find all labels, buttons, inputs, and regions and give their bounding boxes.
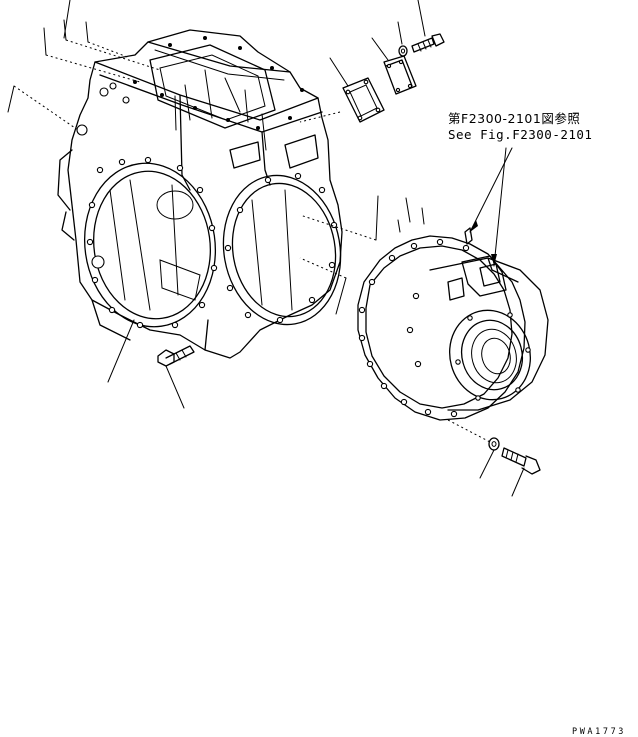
gasket: [342, 77, 385, 123]
washer: [398, 45, 408, 57]
retainer-housing: [357, 227, 549, 421]
reference-note-english: See Fig.F2300-2101: [448, 127, 593, 142]
leader-lines: [7, 0, 525, 497]
top-flange-bolt-holes: [133, 36, 304, 130]
flange-bolt: [501, 447, 541, 475]
left-bore-bolt-holes: [86, 156, 218, 329]
transmission-case: [57, 29, 343, 359]
drawing-code: PWA1773: [572, 727, 627, 737]
reference-note-japanese: 第F2300-2101図参照: [448, 111, 581, 126]
drain-plug: [157, 345, 195, 367]
cover-plate: [383, 55, 417, 95]
flange-bolt-holes: [358, 238, 470, 418]
bolt: [411, 33, 445, 53]
seal-washer: [488, 437, 500, 451]
right-bore-bolt-holes: [224, 172, 338, 324]
